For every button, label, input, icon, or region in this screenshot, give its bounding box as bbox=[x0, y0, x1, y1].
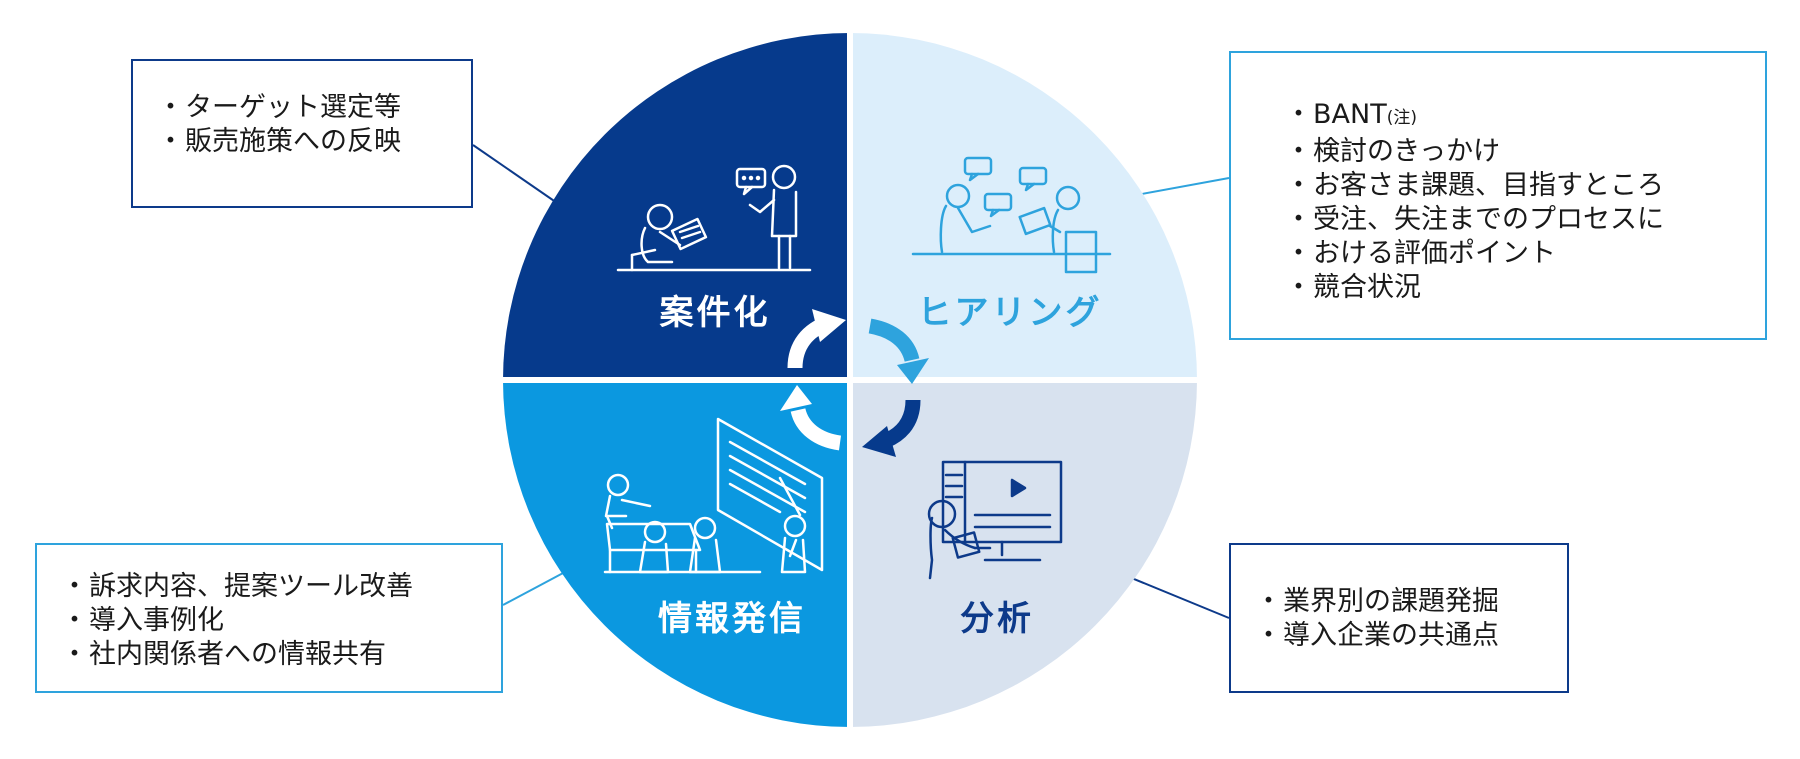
callout-item: 導入企業の共通点 bbox=[1255, 619, 1567, 653]
callout-item: 受注、失注までのプロセスに bbox=[1285, 203, 1765, 237]
callout-item-continued: おける評価ポイント bbox=[1285, 237, 1765, 271]
callout-item: 競合状況 bbox=[1285, 271, 1765, 305]
callout-bottom-left: 訴求内容、提案ツール改善 導入事例化 社内関係者への情報共有 bbox=[35, 543, 503, 693]
callout-item: お客さま課題、目指すところ bbox=[1285, 169, 1765, 203]
meeting-presentation-icon bbox=[616, 164, 812, 272]
callout-item-bant: BANT(注) bbox=[1285, 98, 1765, 135]
connector-line-bottom-left bbox=[502, 571, 566, 606]
connector-line-top-left bbox=[472, 144, 561, 206]
callout-item: ターゲット選定等 bbox=[157, 91, 471, 125]
quadrant-bottom-left bbox=[503, 380, 850, 727]
callout-bottom-right: 業界別の課題発掘 導入企業の共通点 bbox=[1229, 543, 1569, 693]
quadrant-bottom-right bbox=[850, 380, 1197, 727]
quadrant-label-top-left: 案件化 bbox=[660, 293, 771, 333]
callout-top-left-list: ターゲット選定等 販売施策への反映 bbox=[157, 91, 471, 159]
callout-item-bant-note: (注) bbox=[1386, 108, 1417, 128]
quadrant-label-bottom-right: 分析 bbox=[960, 599, 1034, 639]
callout-item: 訴求内容、提案ツール改善 bbox=[61, 570, 501, 604]
quadrant-top-right bbox=[850, 33, 1197, 380]
video-analysis-monitor-icon bbox=[927, 460, 1063, 580]
callout-item: 導入事例化 bbox=[61, 604, 501, 638]
callout-bottom-left-list: 訴求内容、提案ツール改善 導入事例化 社内関係者への情報共有 bbox=[61, 570, 501, 672]
whiteboard-seminar-icon bbox=[603, 417, 824, 574]
callout-item: 業界別の課題発掘 bbox=[1255, 585, 1567, 619]
callout-item-bant-main: BANT bbox=[1313, 99, 1387, 130]
callout-top-right: BANT(注) 検討のきっかけ お客さま課題、目指すところ 受注、失注までのプロ… bbox=[1229, 51, 1767, 340]
callout-top-left: ターゲット選定等 販売施策への反映 bbox=[131, 59, 473, 208]
quadrant-label-bottom-left: 情報発信 bbox=[658, 599, 806, 639]
quadrant-label-top-right: ヒアリング bbox=[918, 293, 1103, 333]
quadrant-top-left bbox=[503, 33, 850, 380]
callout-bottom-right-list: 業界別の課題発掘 導入企業の共通点 bbox=[1255, 585, 1567, 653]
callout-top-right-list: BANT(注) 検討のきっかけ お客さま課題、目指すところ 受注、失注までのプロ… bbox=[1285, 98, 1765, 305]
clockwise-cycle-arrow-icon bbox=[780, 309, 929, 457]
hearing-conversation-icon bbox=[911, 156, 1112, 274]
callout-item: 検討のきっかけ bbox=[1285, 135, 1765, 169]
callout-item: 社内関係者への情報共有 bbox=[61, 638, 501, 672]
callout-item-continued: 販売施策への反映 bbox=[157, 125, 471, 159]
